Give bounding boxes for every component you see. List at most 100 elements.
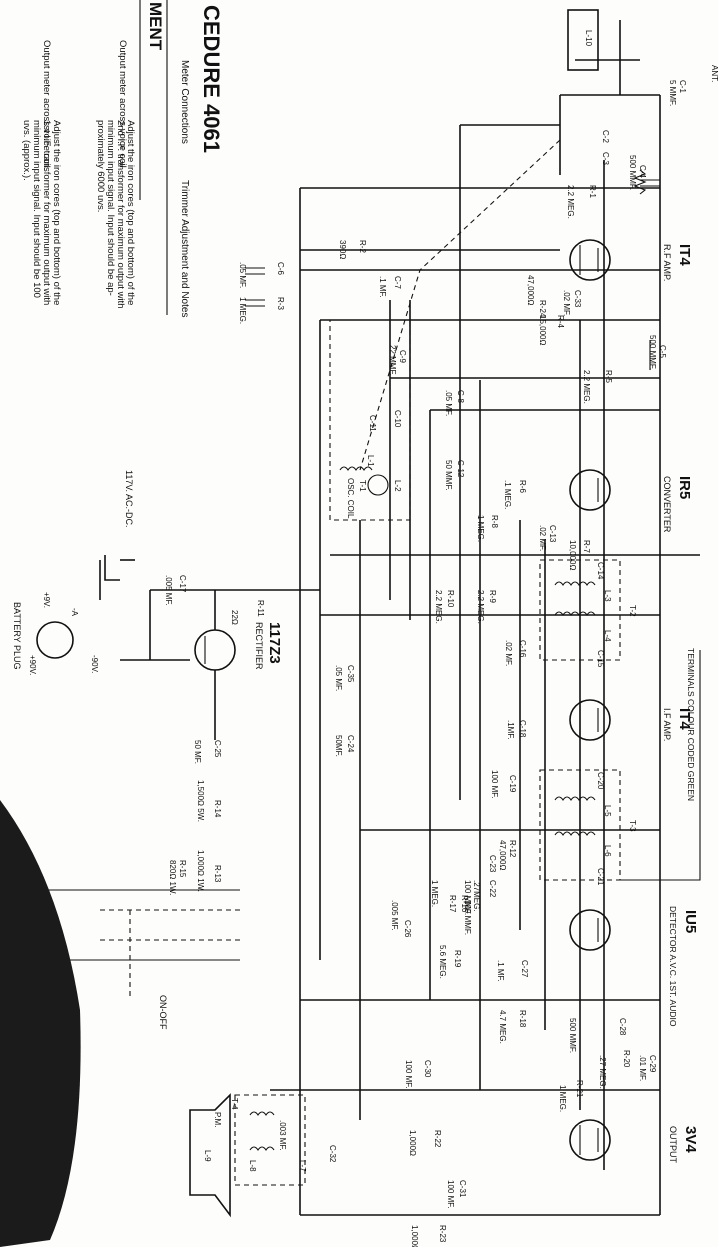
c32-label: C-32 (328, 1145, 337, 1163)
c13-value: .02 MF. (538, 525, 547, 551)
transformer-t3: T-3 L-5 L-6 C-20 C-21 (539, 769, 637, 886)
c19-label: C-19 (508, 775, 517, 793)
tube-detector-name: IU5 (682, 910, 699, 933)
l6-label: L-6 (603, 845, 612, 857)
c12-value: 50 MMF. (444, 460, 453, 491)
r24-value: 47,000Ω (526, 275, 535, 305)
r14-label: R-14 (213, 800, 222, 818)
c24-label: C-24 (346, 735, 355, 753)
r10-label: R-10 (446, 590, 455, 608)
row1-note-b: 2nd I.F. transformer for maximum output … (115, 120, 126, 308)
r20-value: .27 MEG. (598, 1055, 607, 1089)
r24-label: R-24 (538, 300, 547, 318)
r1-value: 2.2 MEG. (566, 185, 575, 219)
tube-converter-name: IR5 (676, 476, 693, 499)
l9-label: L-9 (203, 1150, 212, 1162)
r16-label: R-16 (460, 895, 469, 913)
c21-label: C-21 (596, 868, 605, 886)
r19-label: R-19 (453, 950, 462, 968)
r9-label: R-9 (488, 590, 497, 603)
r5-label: R-5 (604, 370, 613, 383)
misc-labels: TERMINALS COLOUR CODED GREEN 117V. AC.-D… (12, 470, 701, 1030)
tube-rectifier: 117Z3 RECTIFIER (120, 589, 320, 740)
procedure-table: CEDURE 4061 MENT Meter Connections Trimm… (21, 0, 224, 317)
r20-label: R-20 (622, 1050, 631, 1068)
c25-value: 50 MF. (193, 740, 202, 764)
c4-value: 500 MMF. (628, 155, 637, 190)
tube-rf-name: IT4 (676, 244, 693, 266)
c20-label: C-20 (596, 772, 605, 790)
meter-column-header: Meter Connections (179, 60, 190, 144)
l5-label: L-5 (603, 805, 612, 817)
c17-label: C-17 (178, 575, 187, 593)
tube-output: 3V4 OUTPUT (569, 1119, 699, 1164)
tube-rectifier-role: RECTIFIER (254, 622, 264, 670)
r8-label: R-8 (490, 515, 499, 528)
battery-plug-label: BATTERY PLUG (12, 602, 22, 670)
r21-value: 1 MEG. (558, 1085, 567, 1112)
row2-note-d: uvs. (approx.). (21, 120, 32, 181)
c28-value: 500 MMF. (568, 1018, 577, 1053)
r11-value: 22Ω (230, 610, 239, 625)
r16-value: .27MEG. (472, 880, 481, 912)
c30-label: C-30 (423, 1060, 432, 1078)
r22-value: 1,000Ω (408, 1130, 417, 1156)
t3-label: T-3 (628, 820, 637, 832)
c6-label: C-6 (276, 262, 285, 275)
r9-value: 2.2 MEG. (476, 590, 485, 624)
row2-note-a: Adjust the iron cores (top and bottom) o… (51, 120, 62, 305)
l8-label: L-8 (248, 1160, 257, 1172)
osc-coil-t1: T-1 L-2 OSC. COIL C-9 22 MMF. C-10 C-11 (329, 319, 411, 521)
c33-label: C-33 (573, 290, 582, 308)
battery-9v: +9V. (42, 592, 51, 608)
output-transformer-t4: T-4 L-7 L-8 L-9 P.M. (189, 1093, 307, 1218)
r15-label: R-15 (178, 860, 187, 878)
tube-rectifier-name: 117Z3 (266, 622, 283, 664)
r12-value: 47,000Ω (498, 840, 507, 870)
r19-value: 5.6 MEG. (438, 945, 447, 979)
r18-value: 4.7 MEG. (498, 1010, 507, 1044)
c3-label: C-3 (601, 152, 610, 165)
r7-label: R-7 (582, 540, 591, 553)
tube-output-role: OUTPUT (668, 1126, 678, 1164)
r17-value: 1 MEG. (430, 880, 439, 907)
r4-label: R-4 (556, 315, 565, 328)
t2-label: T-2 (628, 605, 637, 617)
battery-a: -A (70, 608, 79, 617)
c17-value: .005 MF. (164, 575, 173, 606)
row1-note-d: proximately 6000 uvs. (95, 120, 106, 212)
t4-label: T-4 (230, 1098, 239, 1110)
r3-label: R-3 (276, 297, 285, 310)
r12-label: R-12 (508, 840, 517, 858)
l2-label: L-2 (393, 480, 402, 492)
mains-label: 117V. AC.-DC. (124, 470, 134, 528)
r7-value: 10,000Ω (568, 540, 577, 570)
component-labels: ANT. L-10 C-1 5 MMF. C-2 C-3 C-4 500 MMF… (164, 30, 718, 1247)
tube-if-role: I.F AMP. (662, 708, 672, 741)
procedure-section: MENT (146, 2, 165, 51)
battery-plug-icon (36, 621, 74, 659)
c23-value: 100 MMF. (463, 880, 472, 915)
c31-label: C-31 (458, 1180, 467, 1198)
c35-label: C-35 (346, 665, 355, 683)
row2-note-b: 1st I.F. transformer for maximum output … (41, 120, 52, 305)
tube-output-name: 3V4 (682, 1126, 699, 1153)
tube-if-name: IT4 (676, 708, 693, 730)
row1-meter: Output meter across voice coil. (117, 40, 128, 170)
pm-label: P.M. (213, 1112, 222, 1127)
c4-label: C-4 (638, 165, 647, 178)
osc-coil-label: OSC. COIL (346, 478, 355, 519)
c6-value: .05 MF. (238, 262, 247, 288)
tube-rf-role: R.F AMP. (662, 244, 672, 281)
transformer-t2: T-2 L-3 L-4 C-14 C-15 (539, 559, 637, 668)
c26-label: C-26 (403, 920, 412, 938)
row1-note-c: minimum input signal. Input should be ap… (105, 120, 116, 296)
r13-value: 1,000Ω 1W. (196, 850, 205, 892)
c1-label: C-1 (678, 80, 687, 93)
c14-label: C-14 (596, 562, 605, 580)
r18-label: R-18 (518, 1010, 527, 1028)
r6-label: R-6 (518, 480, 527, 493)
c29-value: .01 MF. (638, 1055, 647, 1081)
tube-detector-role: DETECTOR A.V.C. 1ST. AUDIO (668, 906, 678, 1027)
